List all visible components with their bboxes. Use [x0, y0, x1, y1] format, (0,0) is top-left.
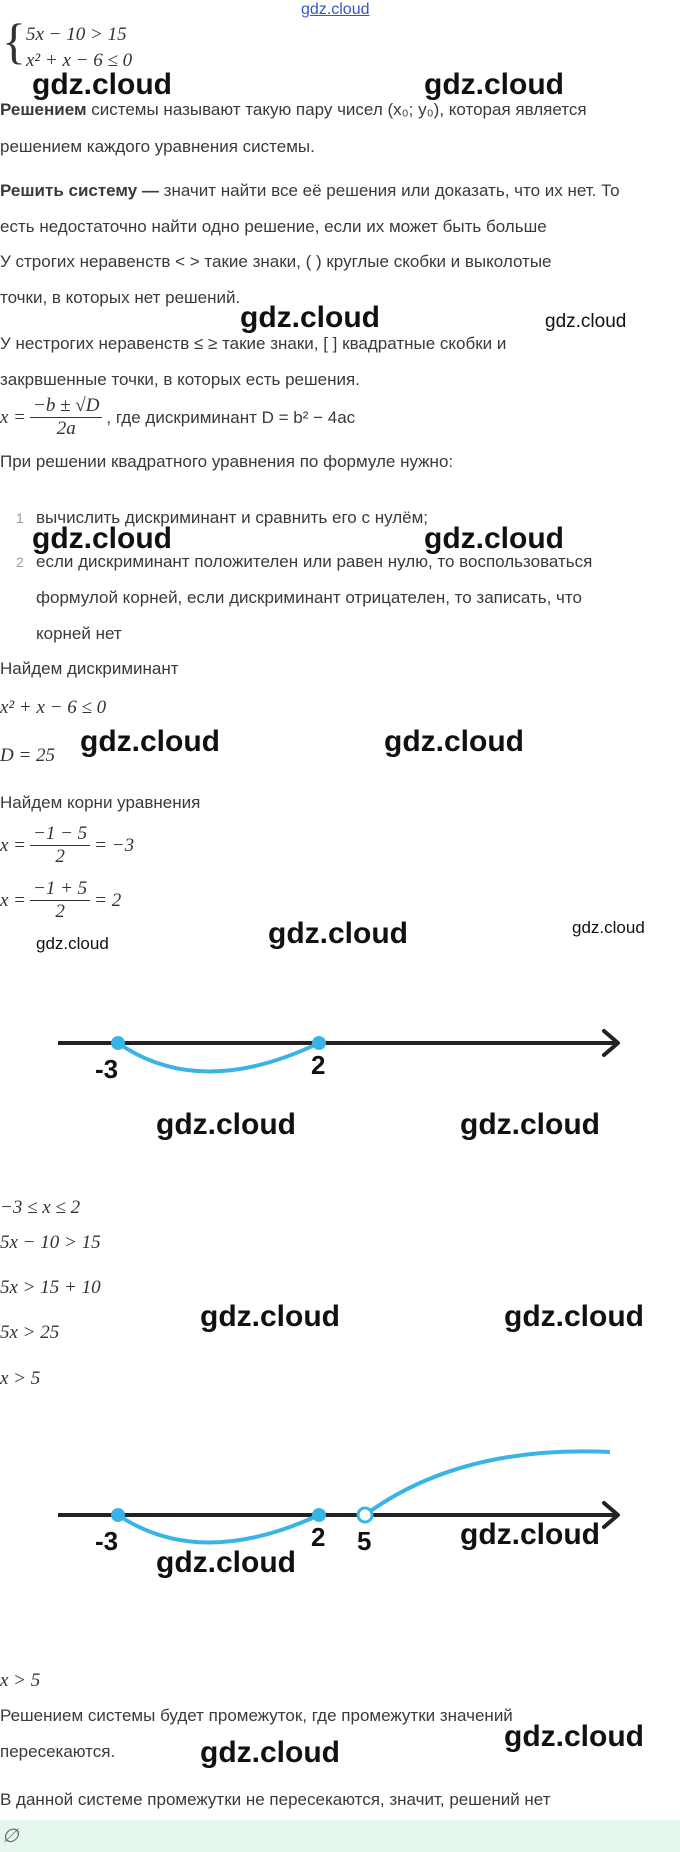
watermark: gdz.cloud	[268, 917, 408, 950]
conclusion-line-3: В данной системе промежутки не пересекаю…	[0, 1790, 551, 1809]
step-c: 5x > 25	[0, 1322, 60, 1343]
step-1-number: 1	[16, 510, 24, 526]
root-2: x = −1 + 5 2 = 2	[0, 878, 121, 923]
watermark: gdz.cloud	[424, 68, 564, 101]
step-d: x > 5	[0, 1368, 41, 1389]
definition-text: системы называют такую пару чисел (x₀; y…	[86, 100, 587, 119]
watermark-small: gdz.cloud	[572, 918, 645, 937]
find-roots-label: Найдем корни уравнения	[0, 793, 201, 812]
root-2-numerator: −1 + 5	[30, 878, 91, 901]
inequality-2: x² + x − 6 ≤ 0	[0, 697, 107, 718]
watermark: gdz.cloud	[424, 522, 564, 555]
root-1-numerator: −1 − 5	[30, 823, 91, 846]
system-eq2: x² + x − 6 ≤ 0	[26, 50, 133, 71]
find-discriminant-label: Найдем дискриминант	[0, 659, 179, 678]
interval-1: −3 ≤ x ≤ 2	[0, 1197, 81, 1218]
formula-numerator: −b ± √D	[30, 395, 103, 418]
answer-box: ∅	[0, 1820, 680, 1852]
number-line-1: -3 2	[58, 1029, 620, 1084]
formula-lhs: x =	[0, 406, 27, 428]
strict-inequalities-line-1: У строгих неравенств < > такие знаки, ( …	[0, 252, 552, 271]
number-line-1-arc	[116, 1041, 320, 1074]
solve-definition-line-2: есть недостаточно найти одно решение, ес…	[0, 217, 547, 236]
number-line-2-arrow	[602, 1501, 620, 1529]
definition-term: Решением	[0, 100, 87, 119]
step-a: 5x − 10 > 15	[0, 1232, 101, 1253]
watermark: gdz.cloud	[384, 725, 524, 758]
result-x: x > 5	[0, 1670, 41, 1691]
conclusion-line-1: Решением системы будет промежуток, где п…	[0, 1706, 513, 1725]
number-line-2: -3 2 5	[58, 1449, 620, 1556]
formula-fraction: −b ± √D 2a	[30, 395, 103, 440]
watermark: gdz.cloud	[32, 68, 172, 101]
solve-text: значит найти все её решения или доказать…	[158, 181, 620, 200]
number-line-1-label-2: 2	[311, 1050, 325, 1080]
root-2-fraction: −1 + 5 2	[30, 878, 91, 923]
root-1-value: = −3	[94, 834, 135, 856]
watermark: gdz.cloud	[32, 522, 172, 555]
solve-term: Решить систему —	[0, 181, 159, 200]
step-2-line-3: корней нет	[36, 624, 122, 643]
number-line-2-label-5: 5	[357, 1526, 371, 1556]
step-2-number: 2	[16, 554, 24, 570]
watermark: gdz.cloud	[200, 1736, 340, 1769]
system-eq1: 5x − 10 > 15	[26, 24, 127, 45]
watermark: gdz.cloud	[200, 1300, 340, 1333]
nonstrict-inequalities-line-2: закрвшенные точки, в которых есть решени…	[0, 370, 360, 389]
number-line-2-point-5-open	[356, 1506, 374, 1524]
number-line-1-arrow	[602, 1029, 620, 1057]
watermark: gdz.cloud	[80, 725, 220, 758]
root-1-denominator: 2	[55, 846, 65, 867]
definition-line-2: решением каждого уравнения системы.	[0, 137, 315, 156]
number-line-1-label-neg3: -3	[95, 1054, 118, 1084]
number-line-1-point-neg3	[111, 1036, 125, 1050]
discriminant-value: D = 25	[0, 745, 56, 766]
root-2-value: = 2	[94, 889, 122, 911]
watermark: gdz.cloud	[460, 1108, 600, 1141]
definition-line-1: Решением системы называют такую пару чис…	[0, 100, 587, 120]
formula-denominator: 2a	[56, 418, 76, 439]
step-2-line-1: если дискриминант положителен или равен …	[36, 552, 593, 571]
number-line-2-point-2	[312, 1508, 326, 1522]
root-1-fraction: −1 − 5 2	[30, 823, 91, 868]
number-line-2-arc-ray	[363, 1449, 611, 1517]
watermark: gdz.cloud	[504, 1720, 644, 1753]
step-2-line-2: формулой корней, если дискриминант отриц…	[36, 588, 582, 607]
root-2-denominator: 2	[55, 901, 65, 922]
site-header-link[interactable]: gdz.cloud	[301, 1, 370, 18]
watermark: gdz.cloud	[504, 1300, 644, 1333]
watermark: gdz.cloud	[460, 1518, 600, 1551]
step-1-text: вычислить дискриминант и сравнить его с …	[36, 508, 429, 527]
number-line-1-point-2	[312, 1036, 326, 1050]
number-line-2-label-2: 2	[311, 1522, 325, 1552]
watermark: gdz.cloud	[240, 301, 380, 334]
watermark: gdz.cloud	[156, 1546, 296, 1579]
quadratic-formula: x = −b ± √D 2a , где дискриминант D = b²…	[0, 395, 355, 440]
procedure-intro: При решении квадратного уравнения по фор…	[0, 452, 454, 471]
solve-definition-line-1: Решить систему — значит найти все её реш…	[0, 181, 620, 201]
watermark: gdz.cloud	[156, 1108, 296, 1141]
root-1: x = −1 − 5 2 = −3	[0, 823, 134, 868]
number-line-2-point-neg3	[111, 1508, 125, 1522]
formula-discriminant: , где дискриминант D = b² − 4ac	[106, 407, 356, 427]
watermark-small: gdz.cloud	[36, 934, 109, 953]
conclusion-line-2: пересекаются.	[0, 1742, 116, 1761]
number-line-2-label-neg3: -3	[95, 1526, 118, 1556]
nonstrict-inequalities-line-1: У нестрогих неравенств ≤ ≥ такие знаки, …	[0, 334, 507, 353]
root-2-lhs: x =	[0, 889, 27, 911]
step-b: 5x > 15 + 10	[0, 1277, 101, 1298]
system-brace: {	[2, 13, 26, 69]
strict-inequalities-line-2: точки, в которых нет решений.	[0, 288, 241, 307]
root-1-lhs: x =	[0, 834, 27, 856]
watermark-small: gdz.cloud	[545, 311, 627, 332]
number-line-2-arc-interval	[116, 1513, 320, 1545]
answer-empty-set: ∅	[2, 1826, 19, 1847]
